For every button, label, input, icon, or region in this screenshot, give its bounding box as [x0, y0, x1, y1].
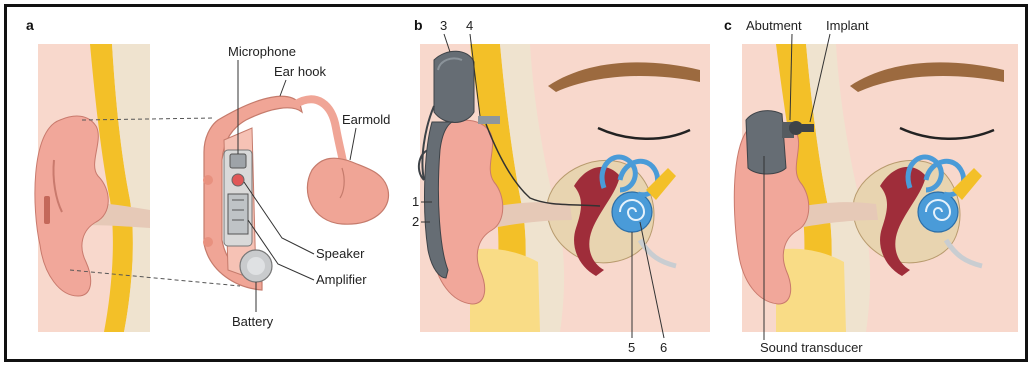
hearing-aid-behind-ear [44, 196, 50, 224]
label-5: 5 [628, 340, 635, 355]
label-battery: Battery [232, 314, 274, 329]
panel-c: c Abutment Implant Sound transducer [724, 17, 1018, 355]
label-implant: Implant [826, 18, 869, 33]
label-4: 4 [466, 18, 473, 33]
microphone-component [230, 154, 246, 168]
earmold [307, 158, 388, 224]
label-6: 6 [660, 340, 667, 355]
battery-inner [247, 257, 265, 275]
panel-b: b 3 [412, 17, 710, 355]
label-speaker: Speaker [316, 246, 365, 261]
label-earmold: Earmold [342, 112, 390, 127]
speaker-component [232, 174, 244, 186]
label-amplifier: Amplifier [316, 272, 367, 287]
panel-b-letter: b [414, 17, 423, 33]
abutment-cap [789, 121, 803, 135]
label-sound-transducer: Sound transducer [760, 340, 863, 355]
label-microphone: Microphone [228, 44, 296, 59]
cochlea [612, 192, 652, 232]
label-2: 2 [412, 214, 419, 229]
cochlea [918, 192, 958, 232]
label-1: 1 [412, 194, 419, 209]
implant-screw [802, 124, 814, 132]
panel-a: a Microphone [26, 17, 390, 332]
label-3: 3 [440, 18, 447, 33]
control-button [203, 175, 213, 185]
panel-a-letter: a [26, 17, 34, 33]
sound-processor [746, 111, 786, 174]
control-button [203, 237, 213, 247]
panel-c-letter: c [724, 17, 732, 33]
internal-receiver [478, 116, 500, 124]
leader-ear-hook [280, 80, 286, 96]
label-ear-hook: Ear hook [274, 64, 327, 79]
external-transmitter [434, 51, 474, 122]
label-abutment: Abutment [746, 18, 802, 33]
leader-earmold [350, 128, 356, 160]
